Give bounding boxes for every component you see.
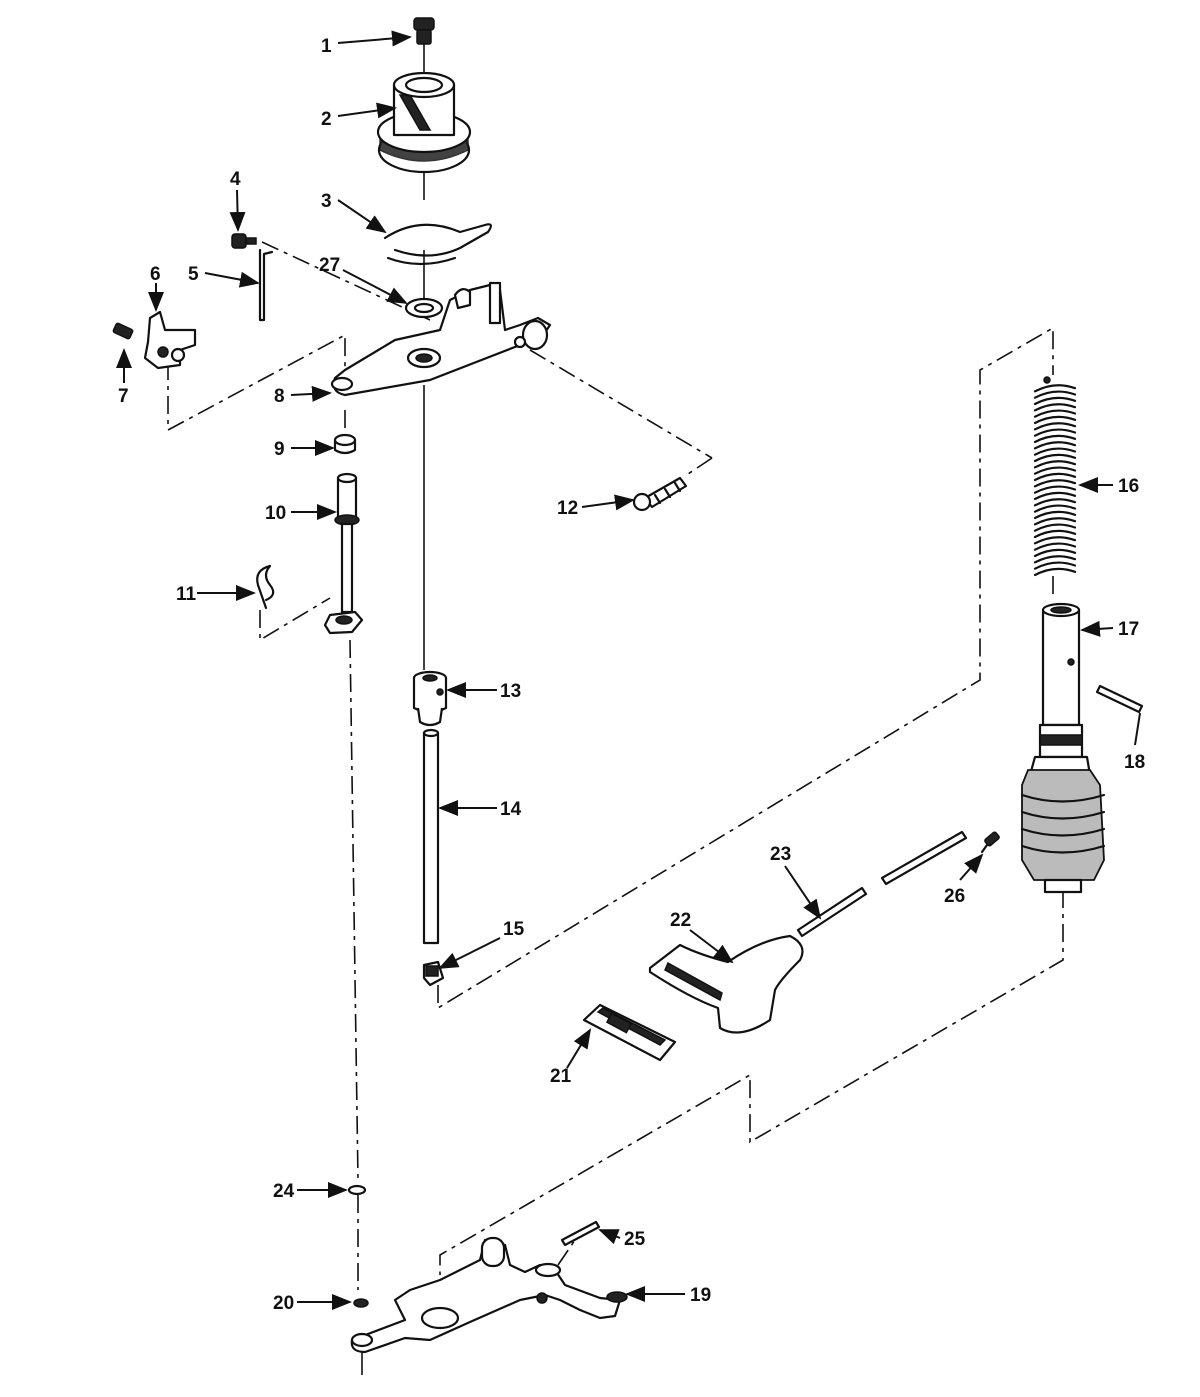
- callout-26: 26: [944, 886, 965, 907]
- callout-3: 3: [321, 191, 332, 212]
- callout-5: 5: [188, 264, 199, 285]
- pin-25: [560, 1220, 601, 1247]
- screw-26: [980, 831, 1000, 854]
- spring-16: [1033, 376, 1077, 577]
- callout-8: 8: [274, 386, 285, 407]
- callout-21: 21: [550, 1066, 572, 1087]
- cam-gear-2: [376, 71, 472, 174]
- assembly-lines: [167, 28, 1064, 1375]
- callout-10: 10: [265, 503, 286, 524]
- rod-14: [422, 728, 440, 945]
- callout-2: 2: [321, 109, 332, 130]
- screw-12: [632, 476, 688, 512]
- fitting-15: [422, 960, 445, 987]
- callout-20: 20: [273, 1293, 294, 1314]
- tiller-shaft-17: [1020, 602, 1106, 894]
- callout-25: 25: [624, 1229, 646, 1250]
- callout-4: 4: [230, 169, 241, 190]
- callout-24: 24: [273, 1181, 295, 1202]
- callout-9: 9: [274, 439, 285, 460]
- washer-27: [404, 297, 444, 319]
- screw-1: [413, 17, 435, 45]
- pin-5: [258, 248, 274, 322]
- set-screw-7: [112, 322, 134, 340]
- bracket-6: [143, 310, 197, 370]
- callout-18: 18: [1124, 752, 1145, 773]
- bushing-9: [333, 433, 357, 455]
- callout-19: 19: [690, 1285, 711, 1306]
- callout-16: 16: [1118, 476, 1139, 497]
- pin-18: [1095, 684, 1144, 714]
- lever-plate-8: [330, 281, 552, 397]
- shaft-10: [323, 472, 364, 635]
- plate-21: [582, 1003, 677, 1062]
- callout-27: 27: [319, 255, 340, 276]
- callout-23: 23: [770, 844, 791, 865]
- handle-grip-22: [648, 934, 804, 1034]
- spring-clip-3: [383, 223, 492, 266]
- knurled-rod-23: [796, 830, 968, 938]
- clip-20: [353, 1298, 369, 1308]
- callout-11: 11: [176, 584, 197, 605]
- callout-1: 1: [321, 36, 332, 57]
- cotter-pin-11: [256, 564, 275, 610]
- callout-labels: 1 2 3 4 5 6 7 8 9 10 11 12 13 14 15 16 1…: [118, 36, 1145, 1314]
- linkage-lever-19: [350, 1236, 628, 1354]
- callout-leaders: [116, 30, 1141, 1310]
- callout-17: 17: [1118, 619, 1139, 640]
- callout-12: 12: [557, 498, 578, 519]
- screw-4: [231, 233, 257, 249]
- callout-7: 7: [118, 386, 129, 407]
- callout-13: 13: [500, 681, 521, 702]
- callout-6: 6: [150, 264, 161, 285]
- clip-24: [347, 1184, 367, 1196]
- callout-22: 22: [670, 910, 691, 931]
- callout-15: 15: [503, 919, 525, 940]
- coupler-13: [412, 670, 448, 727]
- callout-14: 14: [500, 799, 522, 820]
